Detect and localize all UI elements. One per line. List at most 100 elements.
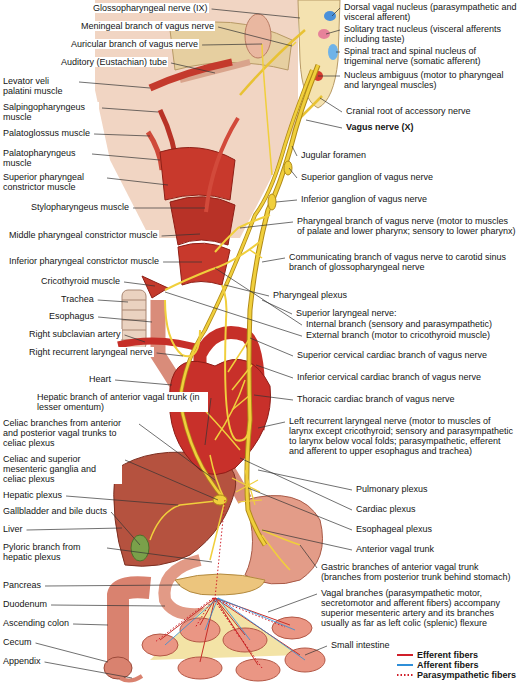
anatomy-label: Meningeal branch of vagus nerve — [80, 21, 215, 31]
anatomy-label: Palatoglossus muscle — [2, 128, 91, 138]
leader-line — [162, 234, 200, 236]
anatomy-label: Gallbladder and bile ducts — [2, 506, 108, 516]
brainstem-part — [318, 29, 330, 39]
anatomy-label: Jugular foramen — [300, 150, 367, 160]
anatomy-label: Inferior cervical cardiac branch of vagu… — [296, 372, 482, 382]
vagus-nerve-part — [232, 470, 262, 505]
leader-line — [262, 530, 352, 550]
leader-line — [107, 178, 168, 185]
anatomy-label: Trachea — [60, 294, 95, 304]
pharynx-muscles-part — [170, 197, 235, 245]
leader-line — [289, 168, 297, 178]
vagus-nerve-part — [262, 42, 296, 175]
leader-line — [73, 624, 108, 625]
anatomy-label: Pyloric branch from hepatic plexus — [2, 542, 104, 562]
anatomy-label: Cardiac plexus — [355, 504, 417, 514]
leader-line — [66, 496, 178, 505]
leader-line — [262, 258, 285, 262]
intestines — [104, 560, 325, 681]
stomach-part — [245, 496, 323, 585]
anatomy-label: Communicating branch of vagus nerve to c… — [288, 252, 518, 272]
anatomy-label: Salpingopharyngeus muscle — [2, 102, 99, 122]
vagus-nerve-part — [215, 500, 225, 598]
anatomy-label: Gastric branches of anterior vagal trunk… — [320, 562, 518, 582]
leader-line — [163, 262, 202, 263]
vagus-nerve-part — [165, 240, 262, 290]
legend-line — [397, 654, 413, 656]
leader-line — [202, 44, 262, 45]
anatomy-label: Pharyngeal branch of vagus nerve (motor … — [296, 216, 518, 236]
leader-line — [36, 643, 108, 662]
leader-line — [336, 52, 340, 53]
anatomy-label: Anterior vagal trunk — [355, 544, 435, 554]
legend: Efferent fibersAfferent fibersParasympat… — [394, 649, 518, 681]
pharynx-muscles-part — [206, 118, 238, 212]
pharynx-muscles-part — [160, 148, 235, 201]
legend-text: Efferent fibers — [417, 650, 478, 660]
intestines-part — [165, 598, 305, 660]
leader-line — [276, 200, 297, 202]
anatomy-label: Levator veli palatini muscle — [2, 76, 76, 96]
head-region-part — [245, 14, 271, 58]
anatomy-label: Palatopharyngeus muscle — [2, 148, 89, 168]
anatomy-label: Inferior pharyngeal constrictor muscle — [8, 256, 160, 266]
anatomy-label: Celiac branches from anterior and poster… — [2, 418, 136, 448]
vagus-nerve-part — [150, 455, 225, 560]
anatomy-label: Cranial root of accessory nerve — [345, 106, 472, 116]
legend-text: Afferent fibers — [417, 660, 479, 670]
vagus-nerve-part — [240, 30, 305, 95]
anatomy-label: Cricothyroid muscle — [40, 276, 121, 286]
leader-line — [305, 646, 327, 655]
anatomy-label: Hepatic branch of anterior vagal trunk (… — [36, 392, 208, 412]
vagus-nerve-part — [284, 161, 292, 175]
legend-row: Parasympathetic fibers — [396, 670, 516, 680]
leader-line — [240, 222, 293, 228]
liver-part — [131, 535, 149, 561]
leader-line — [248, 488, 352, 530]
vagus-nerve-part — [247, 65, 318, 545]
leader-line — [94, 134, 150, 136]
anatomy-label: Glossopharyngeal nerve (IX) — [92, 3, 209, 13]
anatomy-label: Cecum — [2, 637, 33, 647]
pharynx-muscles-part — [178, 243, 230, 285]
anatomy-label: Right subclavian artery — [28, 329, 122, 339]
anatomy-label: Stylopharyngeus muscle — [30, 202, 130, 212]
anatomy-label: Esophagus — [48, 311, 95, 321]
anatomy-label: Small intestine — [330, 640, 391, 650]
legend-line — [397, 674, 413, 676]
leader-line — [125, 460, 218, 500]
leader-line — [115, 380, 172, 385]
anatomy-label: Appendix — [2, 656, 42, 666]
vagus-nerve-part — [250, 250, 262, 258]
leader-line — [51, 605, 165, 606]
vagus-nerve-part — [262, 530, 300, 570]
anatomy-label: Esophageal plexus — [355, 524, 433, 534]
anatomy-label: Heart — [88, 374, 112, 384]
anatomy-label: Nucleus ambiguus (motor to pharyngeal an… — [343, 70, 518, 90]
anatomy-label: Left recurrent laryngeal nerve (motor to… — [288, 416, 518, 456]
anatomy-label: Inferior ganglion of vagus nerve — [300, 194, 428, 204]
intestines-part — [180, 618, 220, 642]
anatomy-label: Solitary tract nucleus (visceral afferen… — [343, 24, 518, 44]
vagus-nerve-part — [228, 338, 252, 410]
leader-line — [98, 317, 152, 322]
pharynx-muscles-part — [148, 132, 162, 170]
anatomy-label: Spinal tract and spinal nucleus of trige… — [343, 46, 518, 66]
legend-swatch — [396, 651, 414, 659]
anatomy-label: Hepatic plexus — [2, 490, 63, 500]
legend-text: Parasympathetic fibers — [417, 670, 516, 680]
anatomy-label: Duodenum — [2, 599, 48, 609]
leader-line — [250, 338, 293, 356]
anatomy-label: Pancreas — [2, 580, 42, 590]
leader-line — [124, 282, 155, 286]
vagus-nerve-part — [215, 215, 270, 252]
anatomy-label: Liver — [2, 524, 24, 534]
leader-line — [240, 458, 352, 510]
leader-line — [300, 545, 317, 568]
anatomy-label: Internal branch (sensory and parasympath… — [305, 319, 493, 329]
leader-line — [326, 30, 340, 34]
legend-swatch — [396, 661, 414, 669]
leader-line — [218, 27, 292, 46]
anatomy-label: Middle pharyngeal constrictor muscle — [8, 230, 159, 240]
intestines-part — [142, 634, 178, 656]
